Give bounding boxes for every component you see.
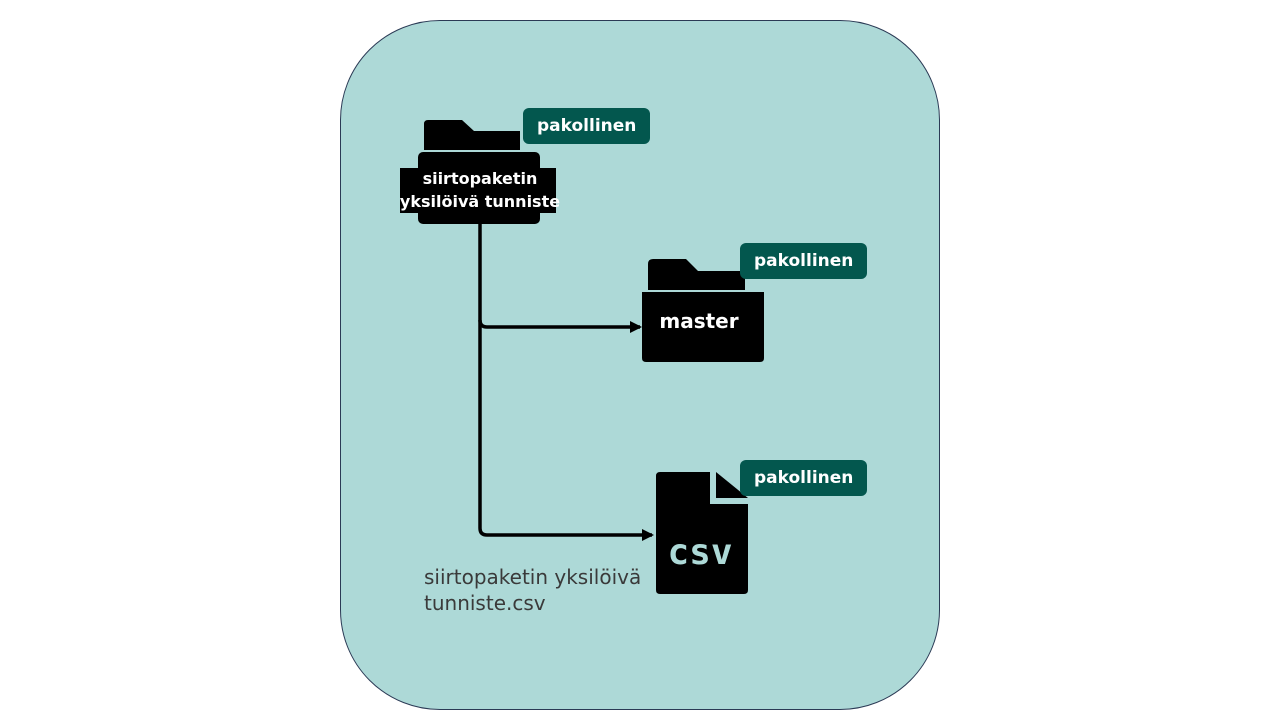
master-folder-icon — [642, 259, 764, 362]
csv-icon-text: csv — [667, 532, 732, 573]
csv-file-caption: siirtopaketin yksilöivä tunniste.csv — [424, 564, 684, 616]
csv-file-caption-line1: siirtopaketin yksilöivä — [424, 565, 642, 589]
root-required-badge: pakollinen — [523, 108, 651, 144]
master-folder-label: master — [659, 309, 739, 333]
root-folder-icon — [400, 120, 556, 224]
master-required-badge: pakollinen — [740, 243, 868, 279]
connector-to-csv — [478, 320, 654, 541]
root-folder-label-line2: yksilöivä tunniste — [399, 192, 561, 211]
root-folder-label-line1: siirtopaketin — [422, 169, 538, 188]
csv-required-badge: pakollinen — [740, 460, 868, 496]
root-folder-label: siirtopaketin yksilöivä tunniste — [390, 167, 570, 213]
csv-file-caption-line2: tunniste.csv — [424, 591, 546, 615]
connector-to-master — [478, 224, 642, 333]
